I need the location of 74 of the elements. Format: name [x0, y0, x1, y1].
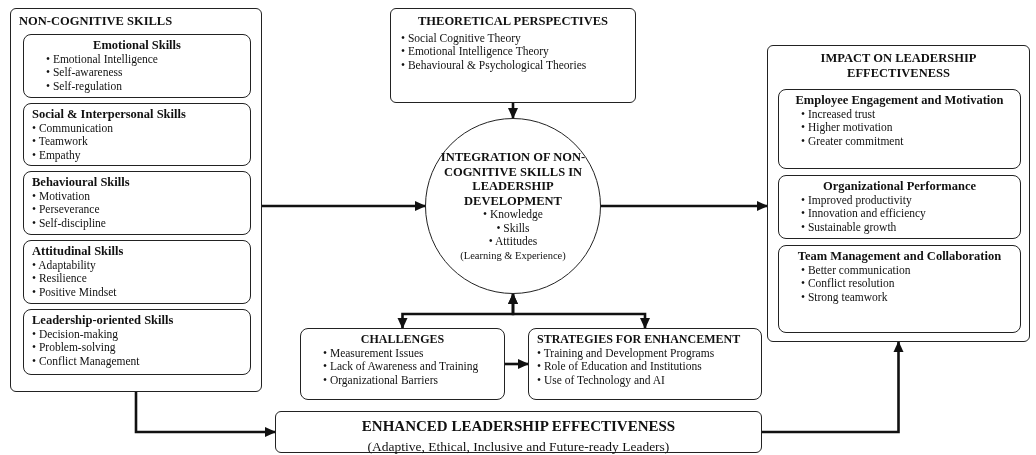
- list-item: • Use of Technology and AI: [537, 373, 666, 387]
- heading: STRATEGIES FOR ENHANCEMENT: [537, 332, 742, 347]
- heading: CHALLENGES: [359, 332, 446, 347]
- list-item: • Motivation: [32, 189, 91, 203]
- rounded-card: [778, 175, 1021, 239]
- heading: INTEGRATION OF NON-COGNITIVE SKILLS IN LEADERSHIP DEVELOPMENT: [439, 150, 587, 208]
- list-item: • Teamwork: [32, 135, 89, 149]
- list-item: • Greater commitment: [800, 134, 905, 148]
- text-box: [390, 8, 636, 103]
- text-box: [275, 411, 762, 453]
- rounded-card: [300, 328, 505, 400]
- list-item: • Perseverance: [32, 203, 101, 217]
- list-item: • Strong teamwork: [800, 290, 889, 304]
- rounded-card: [778, 245, 1021, 333]
- rounded-card: [23, 34, 251, 98]
- heading: Employee Engagement and Motivation: [794, 93, 1005, 108]
- list-item: • Problem-solving: [32, 341, 117, 355]
- list-item: • Training and Development Programs: [537, 346, 716, 360]
- heading: IMPACT ON LEADERSHIP EFFECTIVENESS: [819, 51, 978, 80]
- list-item: • Social Cognitive Theory: [401, 31, 522, 45]
- list-item: • Measurement Issues: [322, 346, 425, 360]
- list-item: • Positive Mindset: [32, 285, 118, 299]
- heading: Organizational Performance: [821, 179, 978, 194]
- list-item: • Self-awareness: [45, 66, 124, 80]
- subtitle: • Knowledge: [483, 208, 543, 222]
- heading: Emotional Skills: [92, 38, 182, 53]
- list-item: • Self-regulation: [45, 79, 123, 93]
- list-item: • Role of Education and Institutions: [537, 360, 703, 374]
- list-item: • Sustainable growth: [800, 220, 898, 234]
- rounded-card: [23, 240, 251, 304]
- list-item: • Lack of Awareness and Training: [322, 360, 480, 374]
- rounded-card: [528, 328, 762, 400]
- list-item: • Improved productivity: [800, 193, 913, 207]
- rounded-card: [23, 171, 251, 235]
- subtitle: (Adaptive, Ethical, Inclusive and Future-ready Leaders): [366, 438, 671, 455]
- subtitle: • Skills: [496, 221, 530, 235]
- list-item: • Communication: [32, 121, 114, 135]
- heading: Attitudinal Skills: [32, 244, 125, 259]
- list-item: • Better communication: [800, 263, 912, 277]
- heading: THEORETICAL PERSPECTIVES: [417, 14, 609, 29]
- list-item: • Conflict resolution: [800, 277, 896, 291]
- list-item: • Increased trust: [800, 107, 877, 121]
- arrow: [262, 201, 426, 211]
- group-panel: [767, 45, 1030, 342]
- subtitle: • Attitudes: [488, 235, 538, 249]
- list-item: • Higher motivation: [800, 121, 894, 135]
- heading: Leadership-oriented Skills: [32, 313, 175, 328]
- list-item: • Emotional Intelligence: [45, 52, 159, 66]
- rounded-card: [778, 89, 1021, 169]
- arrow: [601, 201, 768, 211]
- heading: NON-COGNITIVE SKILLS: [19, 14, 174, 29]
- list-item: • Emotional Intelligence Theory: [401, 45, 550, 59]
- list-item: • Organizational Barriers: [322, 373, 439, 387]
- arrow: [134, 392, 276, 437]
- list-item: • Behavioural & Psychological Theories: [401, 58, 588, 72]
- list-item: • Decision-making: [32, 327, 120, 341]
- heading: ENHANCED LEADERSHIP EFFECTIVENESS: [360, 417, 677, 435]
- arrow: [505, 359, 529, 369]
- heading: Team Management and Collaboration: [796, 249, 1003, 264]
- double-arrow: [508, 293, 650, 329]
- subtitle: (Learning & Experience): [460, 248, 566, 262]
- arrow: [762, 341, 904, 434]
- list-item: • Innovation and efficiency: [800, 207, 927, 221]
- list-item: • Self-discipline: [32, 216, 107, 230]
- group-panel: [10, 8, 262, 392]
- rounded-card: [23, 103, 251, 166]
- arrow: [508, 103, 518, 119]
- list-item: • Conflict Management: [32, 354, 141, 368]
- rounded-card: [23, 309, 251, 375]
- list-item: • Empathy: [32, 148, 82, 162]
- list-item: • Adaptability: [32, 258, 97, 272]
- heading: Social & Interpersonal Skills: [32, 107, 187, 122]
- list-item: • Resilience: [32, 272, 88, 286]
- heading: Behavioural Skills: [32, 175, 131, 190]
